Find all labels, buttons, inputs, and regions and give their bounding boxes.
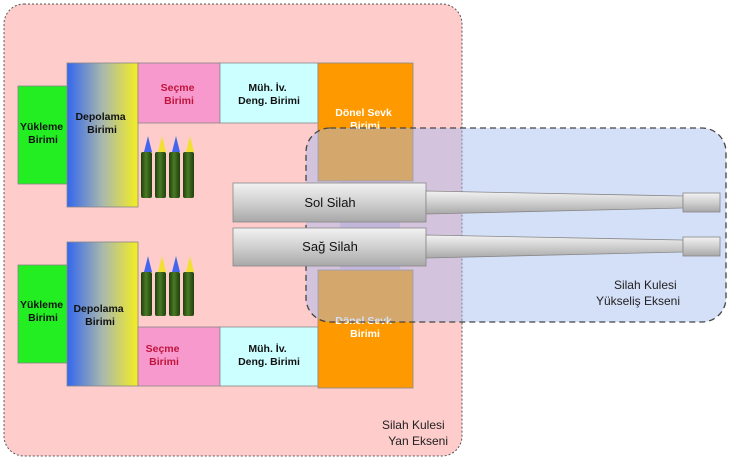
top-rotary-feed-unit-label-1: Dönel Sevk	[335, 107, 392, 119]
cartridge-icon	[155, 136, 166, 198]
bottom-storage-unit-label-2: Birimi	[85, 316, 115, 328]
top-selection-unit-label-1: Seçme	[161, 82, 195, 94]
bottom-loading-unit-label-2: Birimi	[28, 312, 58, 324]
bottom-rotary-feed-unit-label-1: Dönel Sevk	[335, 315, 392, 327]
top-selection-unit	[137, 62, 221, 124]
bottom-selection-unit	[137, 326, 221, 387]
left-gun-label: Sol Silah	[304, 195, 355, 210]
elevation-axis-label-2: Yükseliş Ekseni	[596, 294, 680, 308]
top-loading-unit-label-1: Yükleme	[20, 121, 63, 133]
cartridge-icon	[183, 256, 194, 316]
bottom-balancing-unit-label-2: Deng. Birimi	[238, 356, 300, 368]
top-rotary-feed-unit-label-2: Birimi	[350, 120, 380, 132]
elevation-axis-region	[305, 127, 727, 323]
svg-text:Müh. İv. Deng. Birimi: Müh. İv. Deng. Birimi	[238, 81, 300, 107]
cartridge-icon	[141, 256, 152, 316]
svg-text:Seçme Birimi: Seçme Birimi	[161, 82, 198, 107]
top-storage-unit-label-1: Depolama	[75, 111, 125, 123]
top-ammo-cartridges	[141, 136, 194, 198]
right-gun-label: Sağ Silah	[302, 239, 358, 254]
cartridge-icon	[169, 136, 180, 198]
bottom-rotary-feed-unit	[317, 269, 414, 389]
elevation-axis-label-1: Silah Kulesi	[614, 278, 677, 292]
cartridge-icon	[141, 136, 152, 198]
bottom-storage-unit	[66, 241, 139, 387]
svg-text:Yükleme Birimi: Yükleme Birimi	[20, 121, 66, 146]
bottom-storage-unit-label-1: Depolama	[73, 303, 123, 315]
top-rotary-feed-unit	[317, 62, 414, 182]
svg-text:Silah Kulesi Yükseliş Ekse: Silah Kulesi Yükseliş Ekseni	[596, 278, 680, 308]
svg-text:Dönel Sevk Birimi: Dönel Sevk Birimi	[335, 315, 395, 340]
left-gun	[232, 182, 721, 223]
cartridge-icon	[169, 256, 180, 316]
svg-text:Yükleme Birimi: Yükleme Birimi	[20, 299, 66, 324]
bottom-selection-unit-label-2: Birimi	[149, 356, 179, 368]
top-balancing-unit-label-2: Deng. Birimi	[238, 95, 300, 107]
svg-text:Seçme Birimi: Seçme Birimi	[146, 343, 183, 368]
bottom-balancing-unit	[219, 326, 319, 387]
svg-text:Müh. İv. Deng. Birimi: Müh. İv. Deng. Birimi	[238, 342, 300, 368]
cartridge-icon	[155, 256, 166, 316]
svg-text:Depolama Birimi: Depolama Birimi	[73, 303, 126, 328]
bottom-ammo-cartridges	[141, 256, 194, 316]
bottom-loading-unit	[17, 264, 69, 364]
bottom-selection-unit-label-1: Seçme	[146, 343, 180, 355]
top-storage-unit-label-2: Birimi	[87, 124, 117, 136]
svg-text:Dönel Sevk Birimi: Dönel Sevk Birimi	[335, 107, 395, 132]
yaw-axis-label-1: Silah Kulesi	[382, 418, 445, 432]
svg-text:Silah Kulesi Yan Ekseni: Silah Kulesi Yan Ekseni	[382, 418, 448, 448]
top-loading-unit	[17, 85, 69, 185]
top-selection-unit-label-2: Birimi	[164, 95, 194, 107]
bottom-rotary-feed-unit-label-2: Birimi	[350, 328, 380, 340]
bottom-loading-unit-label-1: Yükleme	[20, 299, 63, 311]
top-storage-unit	[66, 62, 139, 208]
cartridge-icon	[183, 136, 194, 198]
top-loading-unit-label-2: Birimi	[28, 134, 58, 146]
top-balancing-unit-label-1: Müh. İv.	[248, 81, 286, 94]
right-gun	[232, 227, 721, 267]
bottom-balancing-unit-label-1: Müh. İv.	[248, 342, 286, 355]
yaw-axis-label-2: Yan Ekseni	[388, 434, 448, 448]
svg-text:Depolama Birimi: Depolama Birimi	[75, 111, 128, 136]
top-balancing-unit	[219, 62, 319, 124]
